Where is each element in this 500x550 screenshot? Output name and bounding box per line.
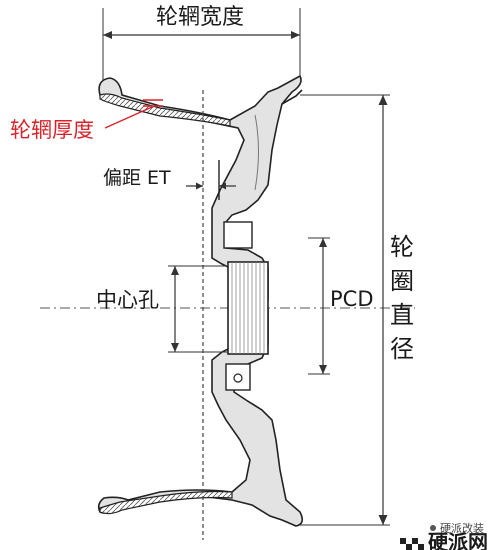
checkered-flag-icon — [400, 538, 424, 550]
rim-barrel-upper — [99, 93, 231, 127]
rim-thickness-label: 轮辋厚度 — [10, 118, 94, 142]
rim-diameter-char-3: 直 — [390, 301, 414, 329]
offset-label: 偏距 ET — [103, 167, 171, 189]
center-hub — [227, 261, 269, 355]
rim-diameter-char-1: 轮 — [390, 233, 414, 261]
watermark-brand: 硬派网 — [428, 530, 488, 550]
pcd-label: PCD — [330, 287, 374, 311]
rim-diameter-dimension — [300, 94, 390, 526]
rim-diameter-label: 轮 圈 直 径 — [390, 233, 414, 363]
watermark: 硬派改装 硬派网 — [400, 521, 488, 550]
pcd-dimension — [308, 237, 330, 375]
rim-width-label: 轮辋宽度 — [156, 5, 244, 30]
rim-upper-profile — [98, 74, 302, 301]
rim-thickness-callout — [104, 99, 163, 129]
center-bore-label: 中心孔 — [96, 288, 159, 312]
hub-ring-upper — [223, 221, 253, 249]
watermark-account: 硬派改装 — [440, 521, 484, 535]
wheel-lower-section — [97, 309, 304, 527]
wheel-upper-section — [98, 74, 303, 301]
rim-diameter-char-2: 圈 — [390, 267, 414, 295]
offset-dimension — [186, 182, 236, 190]
center-bore-dimension — [168, 265, 228, 353]
rim-width-dimension — [102, 8, 301, 80]
rim-diameter-char-4: 径 — [390, 335, 414, 363]
wechat-dot-icon — [430, 525, 436, 531]
rim-barrel-lower — [99, 490, 233, 515]
